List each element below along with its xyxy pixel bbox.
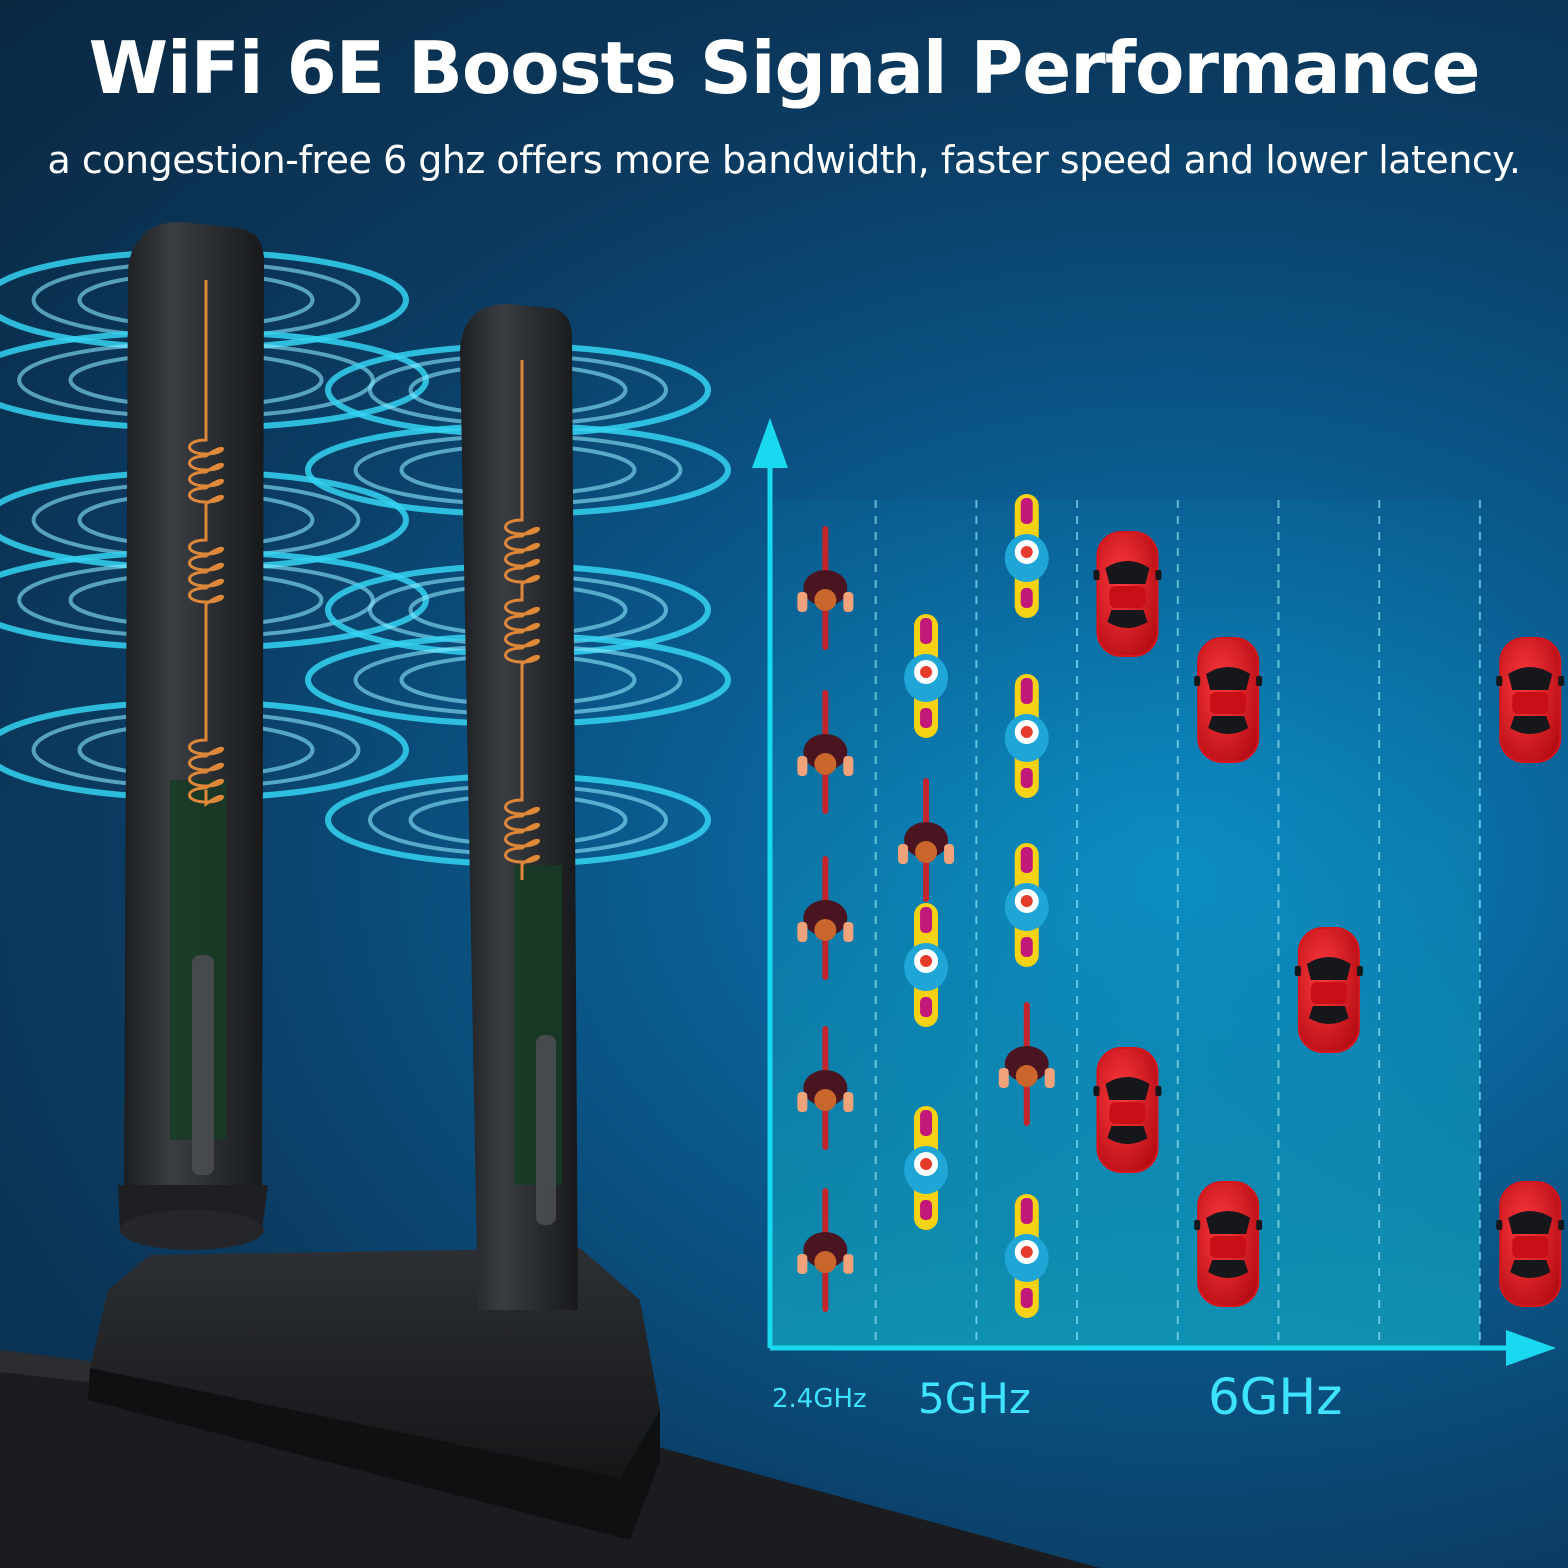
car [1093,531,1162,657]
bicycle-rider [797,1188,854,1312]
bicycle-rider [797,856,854,980]
motorcycle-rider [904,1106,949,1230]
car [1294,927,1363,1053]
motorcycle-rider [1004,494,1049,618]
car [1093,1047,1162,1173]
car [1496,1181,1565,1307]
vehicles [797,494,1565,1318]
y-axis-arrow [752,418,788,468]
band-label-6ghz: 6GHz [1208,1368,1343,1426]
bicycle-rider [797,690,854,814]
subheadline: a congestion-free 6 ghz offers more band… [47,138,1521,182]
band-label-2-4ghz: 2.4GHz [772,1384,867,1414]
motorcycle-rider [1004,1194,1049,1318]
bicycle-rider [898,778,955,902]
motorcycle-rider [1004,843,1049,967]
motorcycle-rider [904,614,949,738]
signal-waves [0,249,731,867]
lane-dividers [874,500,1481,1345]
bicycle-rider [998,1002,1055,1126]
bicycle-rider [797,1026,854,1150]
band-label-5ghz: 5GHz [918,1374,1031,1423]
bicycle-rider [797,526,854,650]
motorcycle-rider [904,903,949,1027]
antenna-right [460,304,578,1310]
headline: WiFi 6E Boosts Signal Performance [88,26,1481,110]
x-axis-arrow [1506,1330,1556,1366]
car [1194,1181,1263,1307]
car [1496,637,1565,763]
chart-axes [752,418,1556,1366]
car [1194,637,1263,763]
motorcycle-rider [1004,674,1049,798]
antenna-left [118,222,268,1250]
